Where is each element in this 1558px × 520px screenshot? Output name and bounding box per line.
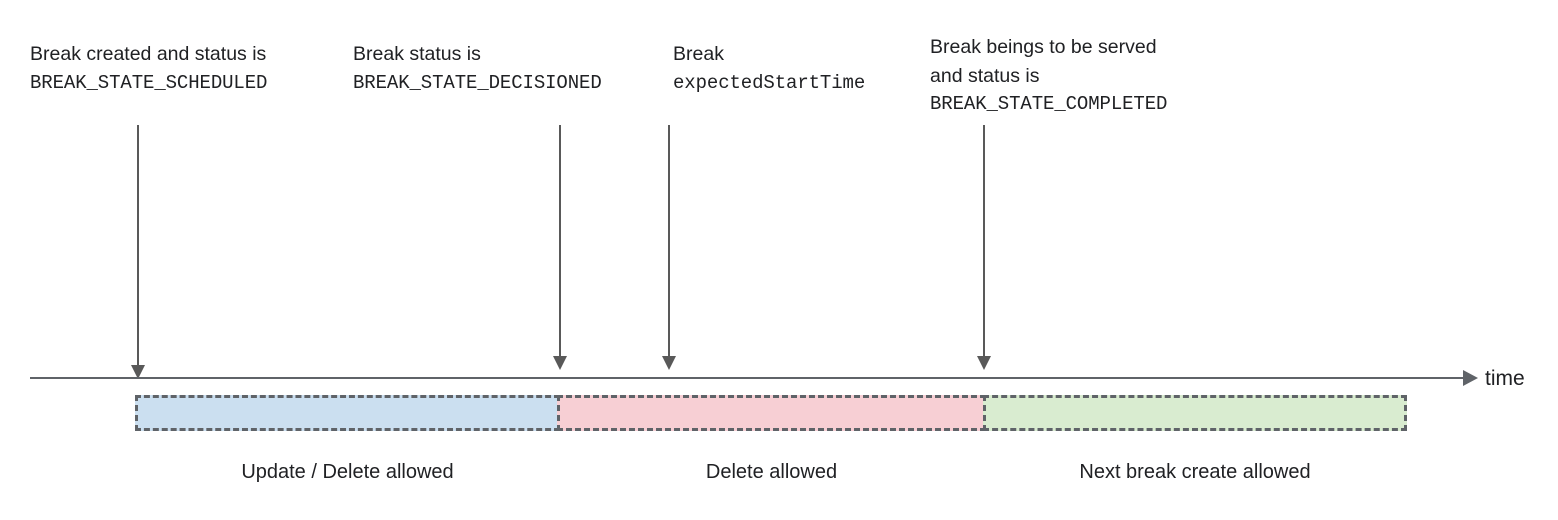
arrow-head [662, 356, 676, 370]
phase-bar-delete [557, 395, 986, 431]
arrow-head [553, 356, 567, 370]
time-axis-label: time [1485, 367, 1525, 390]
annotation-decisioned-line-2: BREAK_STATE_DECISIONED [353, 71, 602, 94]
annotation-scheduled-line-2: BREAK_STATE_SCHEDULED [30, 71, 268, 94]
arrow-shaft [983, 125, 985, 359]
phase-bar-next-break [983, 395, 1407, 431]
arrow-shaft [668, 125, 670, 359]
arrow-head [131, 365, 145, 379]
arrow-down-icon-decisioned [551, 125, 569, 370]
annotation-expected-start-line-2: expectedStartTime [673, 71, 866, 94]
arrow-head [977, 356, 991, 370]
arrow-shaft [137, 125, 139, 368]
annotation-completed-line-2: and status is [930, 64, 1040, 87]
arrow-down-icon-completed [975, 125, 993, 370]
arrow-down-icon-expected-start [660, 125, 678, 370]
annotation-scheduled: Break created and status is BREAK_STATE_… [30, 40, 267, 97]
time-axis-line [30, 377, 1463, 379]
phase-caption-delete: Delete allowed [705, 461, 838, 483]
arrow-down-icon-scheduled [129, 125, 147, 379]
arrow-right-icon-time-axis [1463, 370, 1478, 386]
annotation-decisioned-line-1: Break status is [353, 43, 481, 65]
annotation-completed-line-3: BREAK_STATE_COMPLETED [930, 93, 1168, 115]
phase-caption-update-delete: Update / Delete allowed [241, 461, 454, 483]
annotation-completed: Break beings to be served and status is … [930, 33, 1167, 119]
annotation-expected-start: Break expectedStartTime [673, 40, 865, 97]
phase-bar-update-delete [135, 395, 560, 431]
annotation-completed-line-1: Break beings to be served [930, 36, 1157, 58]
arrow-shaft [559, 125, 561, 359]
annotation-decisioned: Break status is BREAK_STATE_DECISIONED [353, 40, 602, 97]
phase-caption-next-break: Next break create allowed [1079, 461, 1311, 483]
annotation-scheduled-line-1: Break created and status is [30, 43, 267, 65]
annotation-expected-start-line-1: Break [673, 43, 724, 65]
